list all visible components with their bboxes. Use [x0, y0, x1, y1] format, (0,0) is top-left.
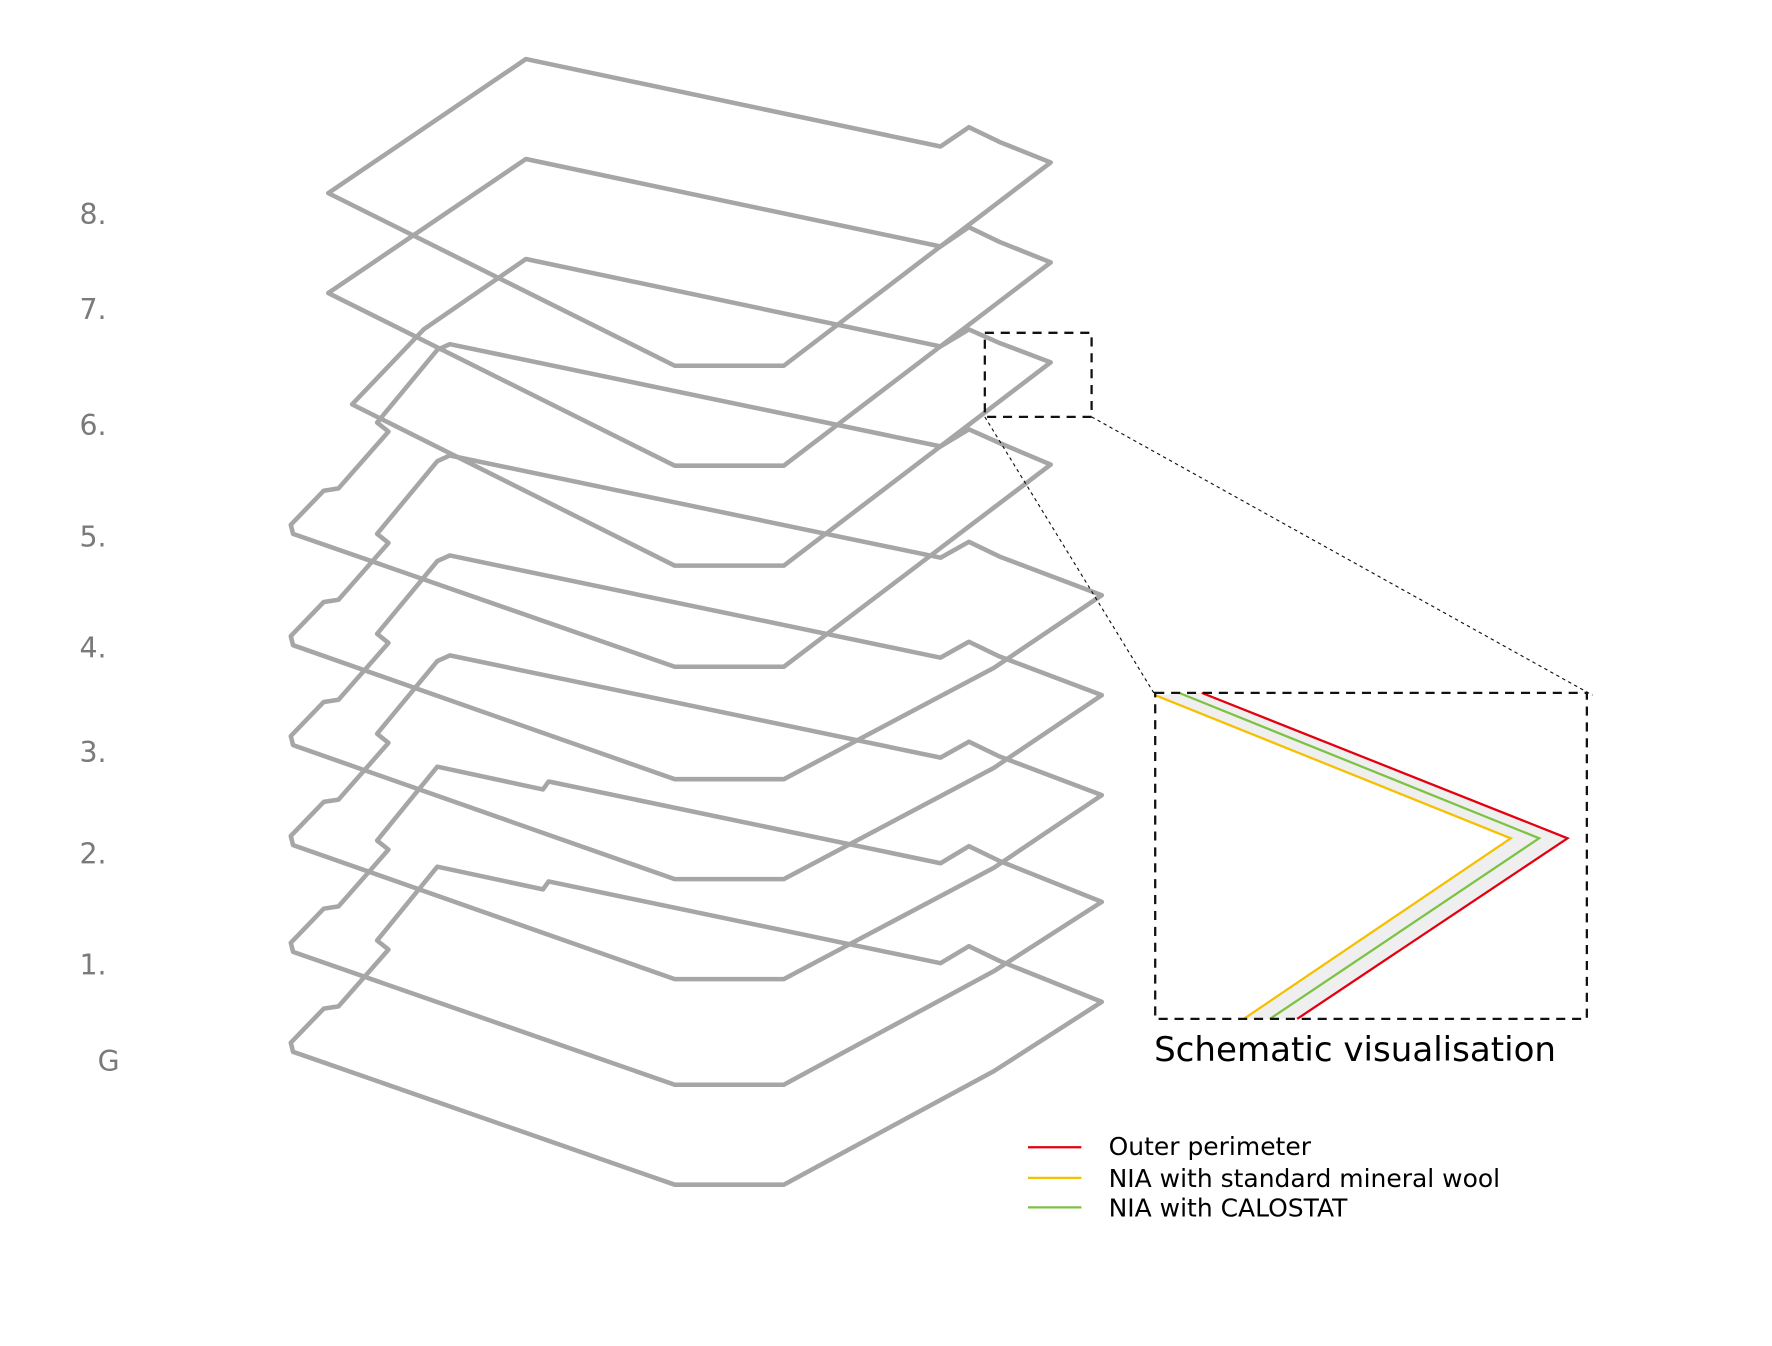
level-label-8: 8.	[80, 198, 107, 231]
nia-calostat-line	[1178, 691, 1542, 1020]
nia-mineral-wool-line	[1154, 694, 1514, 1020]
zoom-source-box	[983, 331, 1093, 418]
floor-outline-4	[288, 453, 1105, 782]
level-label-1: 1.	[80, 949, 107, 982]
floor-outline-1	[288, 764, 1105, 1088]
legend-label: Outer perimeter	[1109, 1132, 1312, 1161]
floor-outline-5	[288, 341, 1053, 670]
insulation-band	[1155, 692, 1568, 1019]
floor-outline-G	[288, 864, 1105, 1187]
level-labels: 8. 7. 6. 5. 4. 3. 2. 1. G	[80, 198, 120, 1078]
level-label-5: 5.	[80, 520, 107, 553]
outer-perimeter-line	[1201, 691, 1570, 1020]
level-label-3: 3.	[80, 736, 107, 769]
detail-view: Schematic visualisation	[1154, 691, 1588, 1070]
legend: Outer perimeter NIA with standard minera…	[1027, 1132, 1500, 1223]
floor-outline-8	[326, 56, 1053, 369]
floor-outline-2	[288, 653, 1105, 982]
detail-box	[1154, 691, 1588, 1021]
floor-outline-6	[349, 256, 1053, 568]
detail-caption: Schematic visualisation	[1154, 1030, 1556, 1070]
level-label-ground: G	[98, 1045, 120, 1078]
level-label-2: 2.	[80, 837, 107, 870]
legend-label: NIA with CALOSTAT	[1109, 1194, 1348, 1223]
zoom-connector-line	[984, 416, 1156, 696]
floor-outlines	[288, 56, 1105, 1187]
floor-outline-7	[326, 156, 1053, 468]
level-label-4: 4.	[80, 632, 107, 665]
zoom-connector-line	[1091, 416, 1593, 696]
floor-outline-3	[288, 553, 1105, 882]
legend-label: NIA with standard mineral wool	[1109, 1164, 1500, 1193]
level-label-6: 6.	[80, 409, 107, 442]
level-label-7: 7.	[80, 293, 107, 326]
